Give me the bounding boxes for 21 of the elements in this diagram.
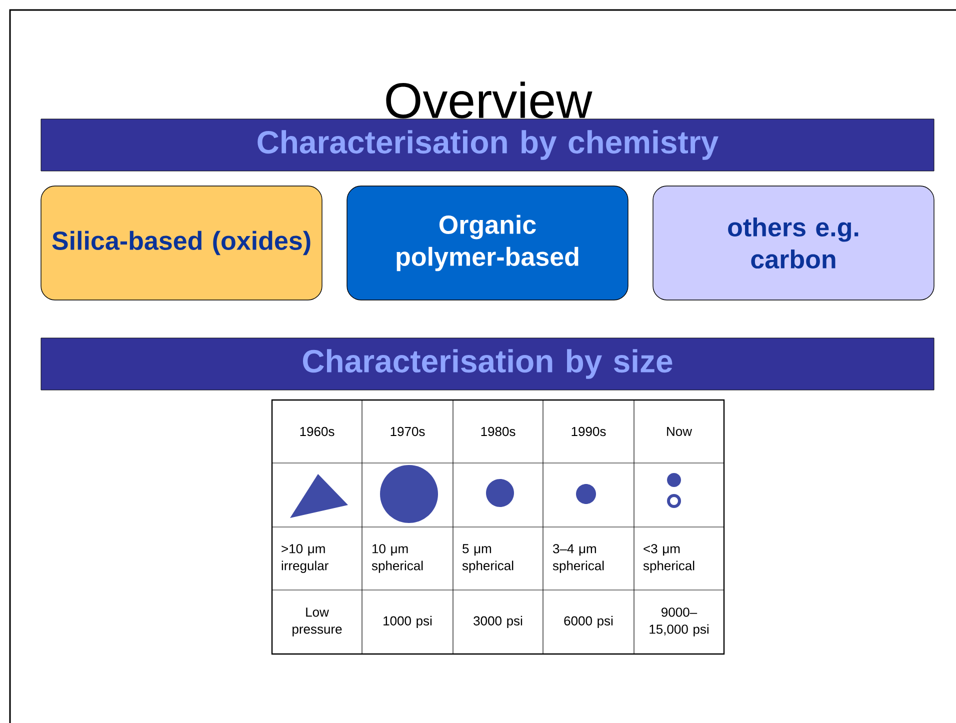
table-cell: Low pressure: [292, 608, 342, 636]
table-cell: 1960s: [300, 426, 334, 436]
table-cell: 1990s: [572, 426, 606, 436]
table-cell: >10 μm irregular: [282, 544, 328, 573]
table-cell: 5 μm spherical: [462, 544, 514, 573]
table-cell: 3–4 μm spherical: [552, 544, 604, 573]
category-box: Organic polymer-based: [346, 186, 628, 300]
heading-band: Characterisation by chemistry: [40, 118, 934, 172]
title: Overview: [386, 82, 592, 118]
table-cell: 3000 psi: [474, 616, 522, 628]
category-box: others e.g. carbon: [652, 186, 934, 300]
table-cell: 10 μm spherical: [372, 544, 423, 573]
heading-band: Characterisation by size: [40, 338, 934, 390]
table-cell: <3 μm spherical: [643, 544, 694, 573]
table-cell: 1970s: [390, 426, 425, 436]
table-cell: Now: [667, 426, 692, 436]
table-cell: 1000 psi: [384, 616, 432, 628]
table-cell: 1980s: [481, 426, 516, 436]
table-cell: 9000– 15,000 psi: [650, 608, 708, 636]
table-cell: 6000 psi: [564, 616, 613, 628]
category-box: Silica-based (oxides): [40, 186, 322, 300]
